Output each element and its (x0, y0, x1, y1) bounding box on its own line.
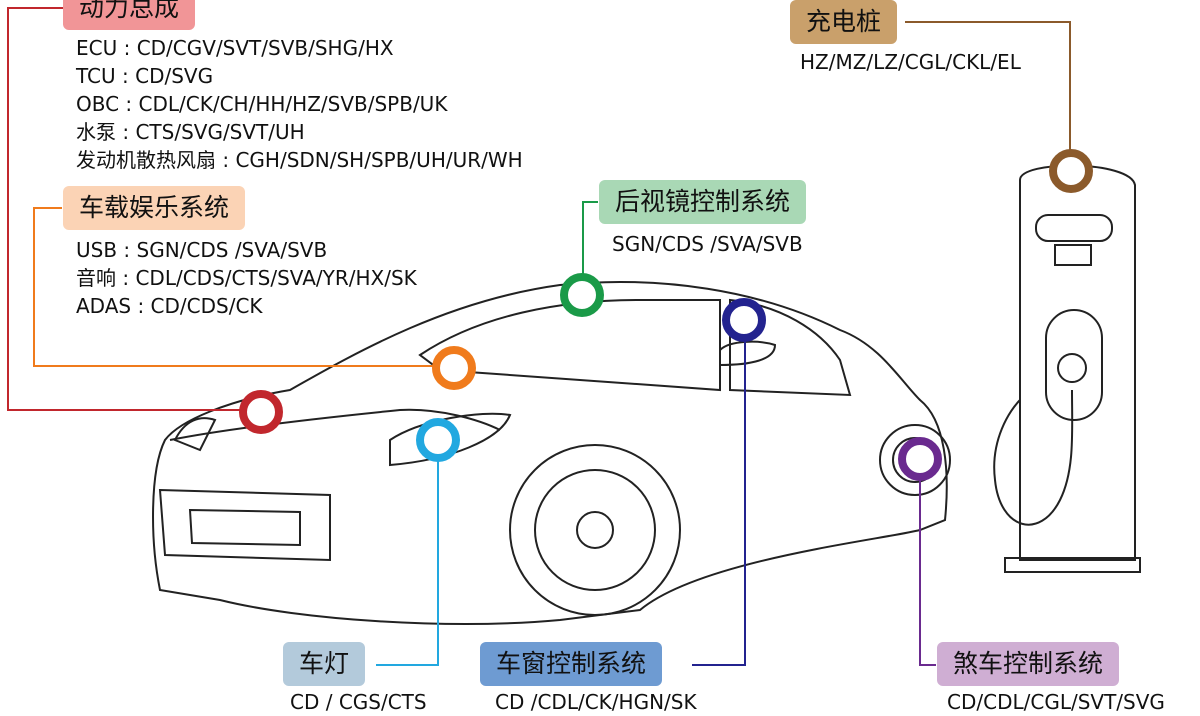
mirror-connector (582, 201, 598, 295)
brake-specs: CD/CDL/CGL/SVT/SVG (947, 690, 1165, 714)
spec-line: 音响 : CDL/CDS/CTS/SVA/YR/HX/SK (76, 266, 417, 290)
window-specs: CD /CDL/CK/HGN/SK (495, 690, 697, 714)
charger-specs: HZ/MZ/LZ/CGL/CKL/EL (800, 50, 1021, 74)
mirror-specs: SGN/CDS /SVA/SVB (612, 232, 803, 256)
spec-line: 发动机散热风扇 : CGH/SDN/SH/SPB/UH/UR/WH (76, 148, 523, 172)
lights-specs: CD / CGS/CTS (290, 690, 427, 714)
spec-line: ADAS : CD/CDS/CK (76, 294, 263, 318)
charger-marker[interactable] (1049, 149, 1093, 193)
infotainment-connector (33, 207, 452, 367)
powertrain-label: 动力总成 (63, 0, 196, 30)
spec-line: 水泵 : CTS/SVG/SVT/UH (76, 120, 305, 144)
powertrain-marker[interactable] (239, 390, 283, 434)
infotainment-specs: USB : SGN/CDS /SVA/SVB 音响 : CDL/CDS/CTS/… (76, 236, 417, 320)
lights-connector (376, 440, 439, 666)
mirror-marker[interactable] (560, 273, 604, 317)
window-connector (692, 320, 746, 666)
powertrain-specs: ECU : CD/CGV/SVT/SVB/SHG/HX TCU : CD/SVG… (76, 34, 523, 174)
charger-label: 充电桩 (790, 0, 898, 44)
car-outline (152, 281, 951, 625)
brake-marker[interactable] (898, 437, 942, 481)
infotainment-label: 车载娱乐系统 (63, 186, 246, 230)
brake-label: 煞车控制系统 (937, 642, 1120, 686)
window-label: 车窗控制系统 (480, 642, 663, 686)
spec-line: TCU : CD/SVG (76, 64, 214, 88)
charger-connector (905, 21, 1071, 170)
infotainment-marker[interactable] (432, 346, 476, 390)
spec-line: OBC : CDL/CK/CH/HH/HZ/SVB/SPB/UK (76, 92, 448, 116)
mirror-label: 后视镜控制系统 (599, 180, 807, 224)
spec-line: USB : SGN/CDS /SVA/SVB (76, 238, 328, 262)
lights-label: 车灯 (283, 642, 366, 686)
charging-station (993, 164, 1141, 573)
window-marker[interactable] (722, 298, 766, 342)
spec-line: ECU : CD/CGV/SVT/SVB/SHG/HX (76, 36, 394, 60)
lights-marker[interactable] (416, 418, 460, 462)
brake-connector (919, 460, 936, 666)
